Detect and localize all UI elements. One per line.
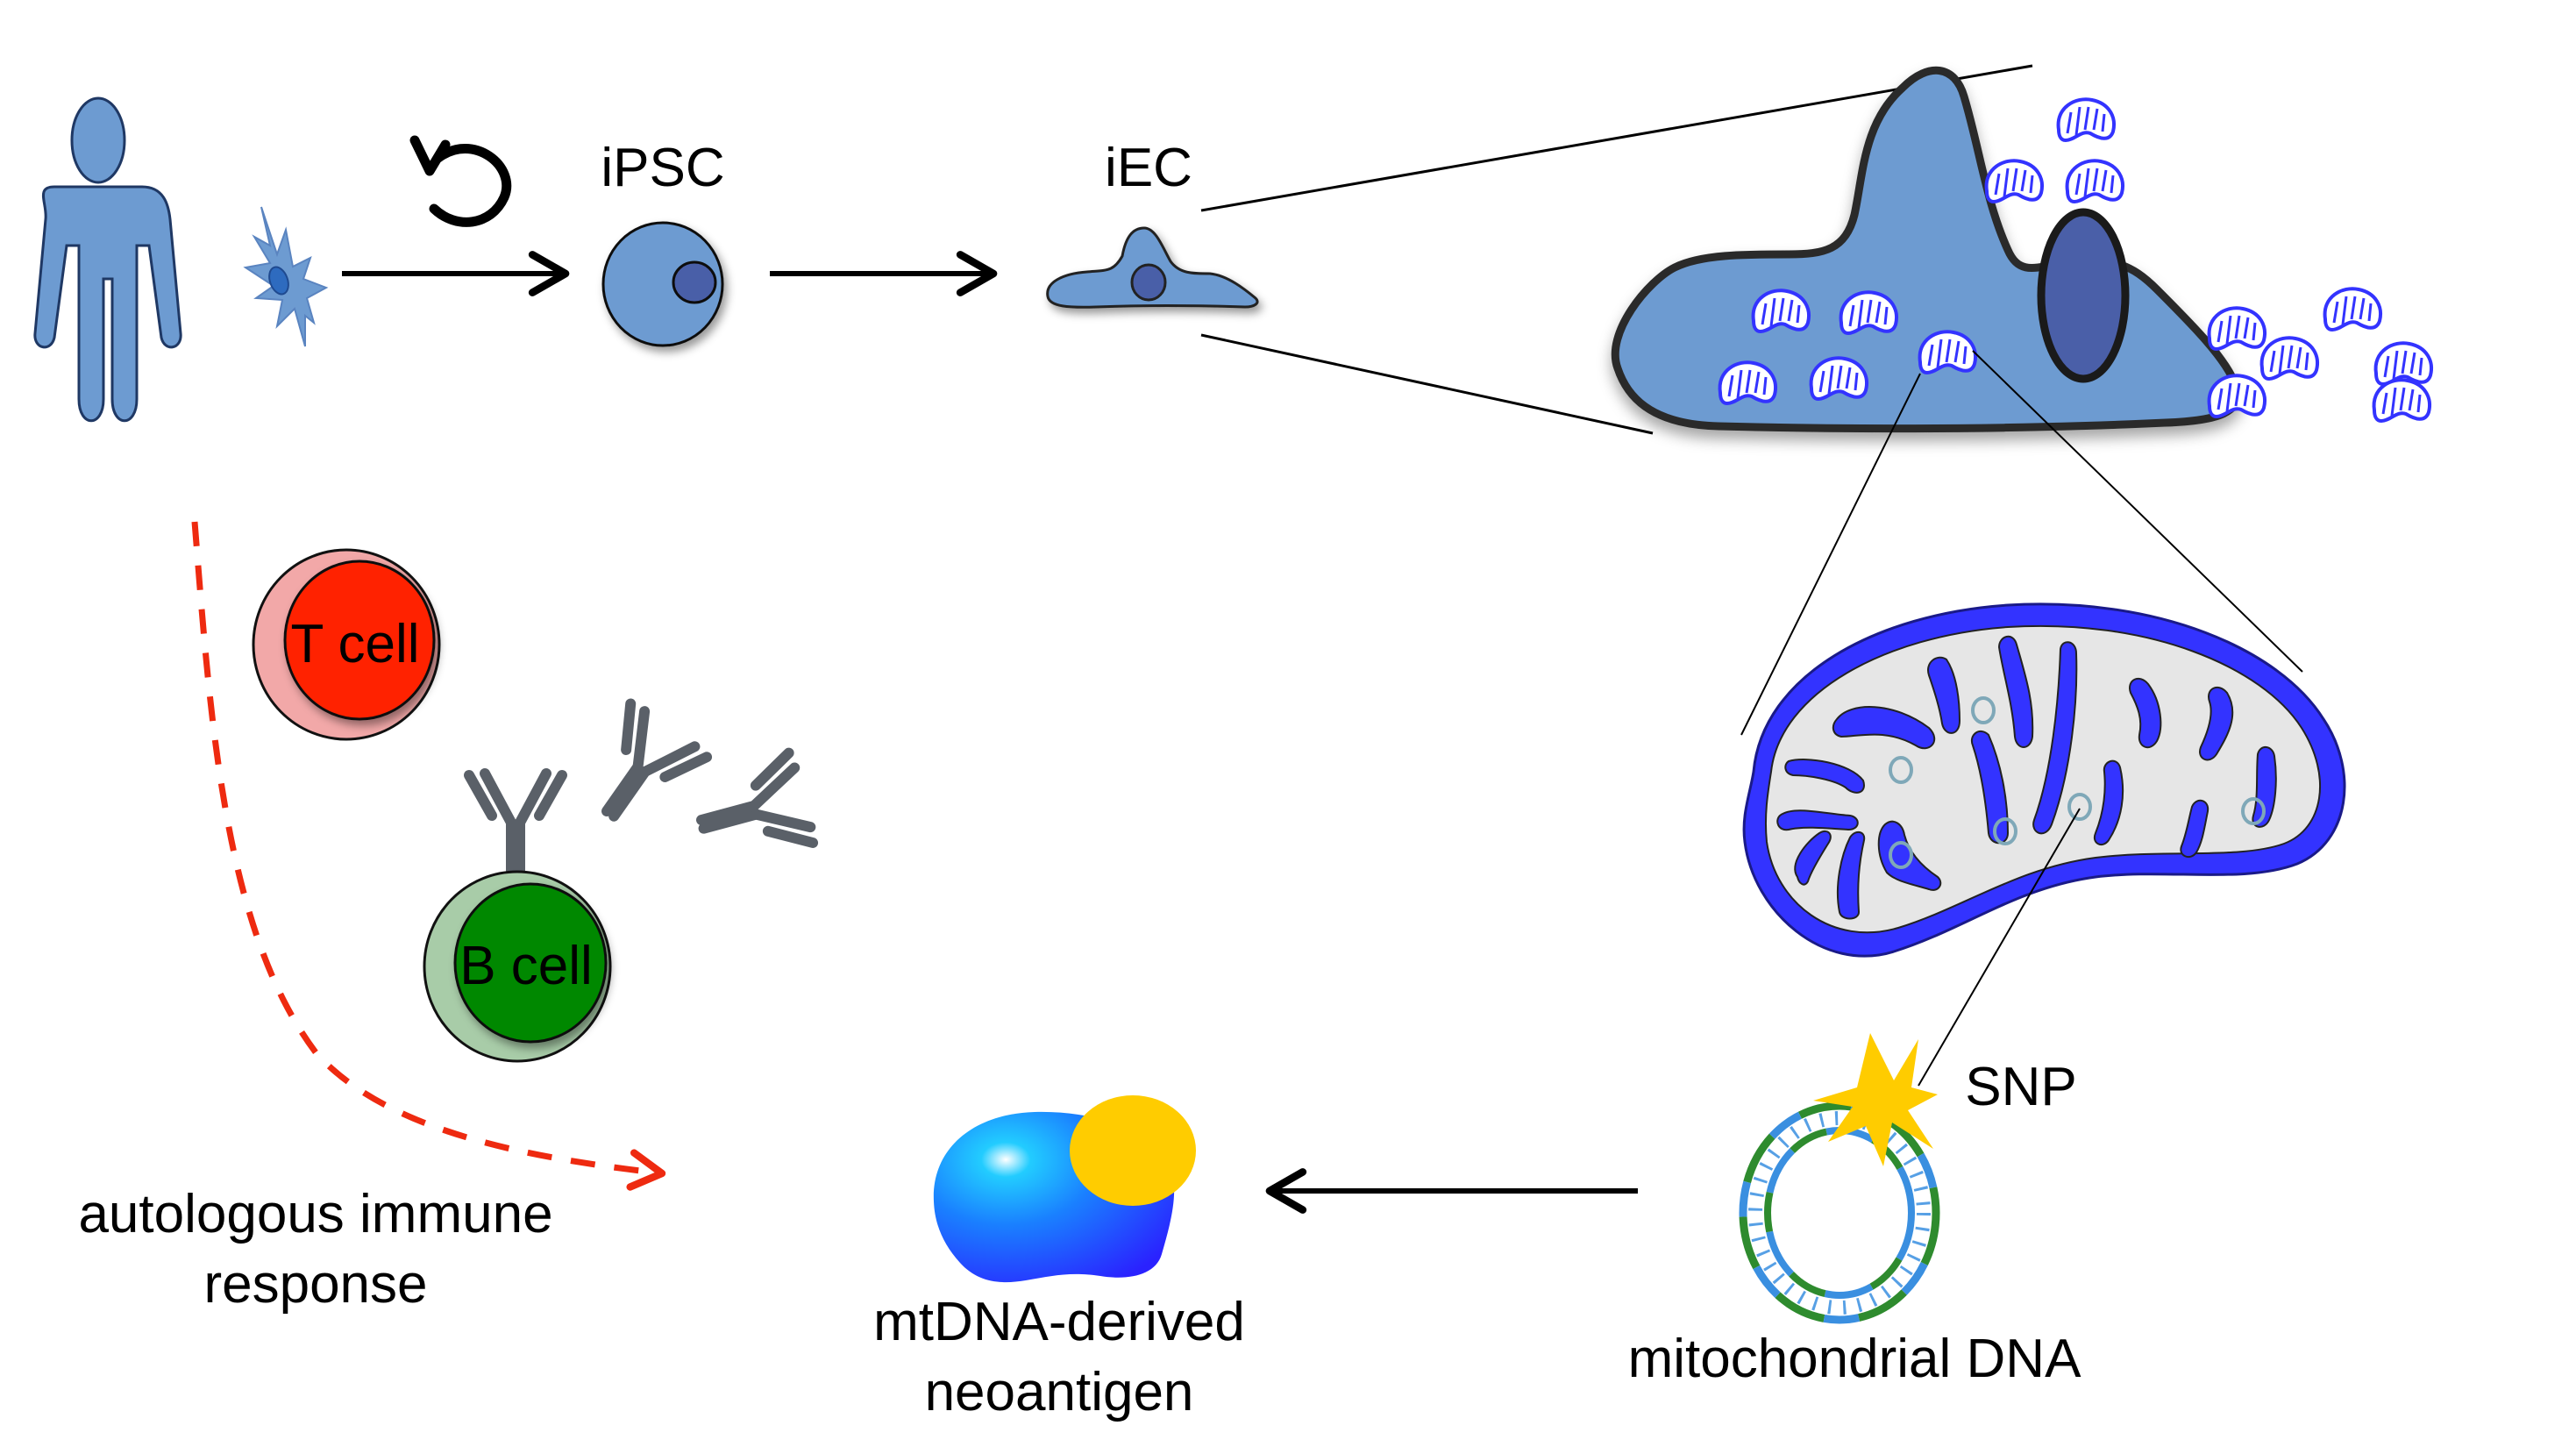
mitochondrial-dna-label: mitochondrial DNA [1628, 1329, 2082, 1389]
endothelial-cell-icon [1046, 226, 1259, 309]
antibody-icon [691, 752, 815, 869]
neoantigen-label-line1: mtDNA-derived [873, 1292, 1245, 1352]
neoantigen-label-line2: neoantigen [925, 1362, 1194, 1422]
zoom-line-bottom [1200, 333, 1654, 435]
zoom-line-mito-right [1972, 350, 2303, 673]
zoom-line-mito-left [1740, 373, 1921, 736]
fibroblast-cell-icon [243, 206, 329, 347]
nucleus [2037, 208, 2130, 383]
immune-response-label-line2: response [203, 1254, 427, 1315]
b-cell-label: B cell [459, 936, 593, 996]
counterclockwise-rotate-icon [409, 135, 512, 227]
t-cell-label: T cell [290, 614, 419, 674]
antibody-icon [469, 773, 562, 877]
t-cell: T cell [252, 548, 441, 741]
mitochondrion-icon [1742, 602, 2346, 958]
antibody-icon [573, 702, 708, 840]
circular-dna-icon [1739, 1101, 1940, 1324]
starburst-icon [1813, 1033, 1938, 1166]
zoom-line-snp [1918, 808, 2081, 1087]
stem-cell-icon [601, 221, 724, 347]
immune-response-label-line1: autologous immune [78, 1184, 552, 1244]
person-icon [33, 96, 182, 423]
large-endothelial-cell [1611, 66, 2242, 433]
snp-label: SNP [1965, 1057, 2076, 1117]
ipsc-label: iPSC [601, 138, 724, 198]
zoom-line-top [1200, 64, 2033, 212]
neoantigen-icon [933, 1095, 1196, 1283]
iec-label: iEC [1105, 138, 1192, 198]
b-cell: B cell [423, 870, 612, 1063]
